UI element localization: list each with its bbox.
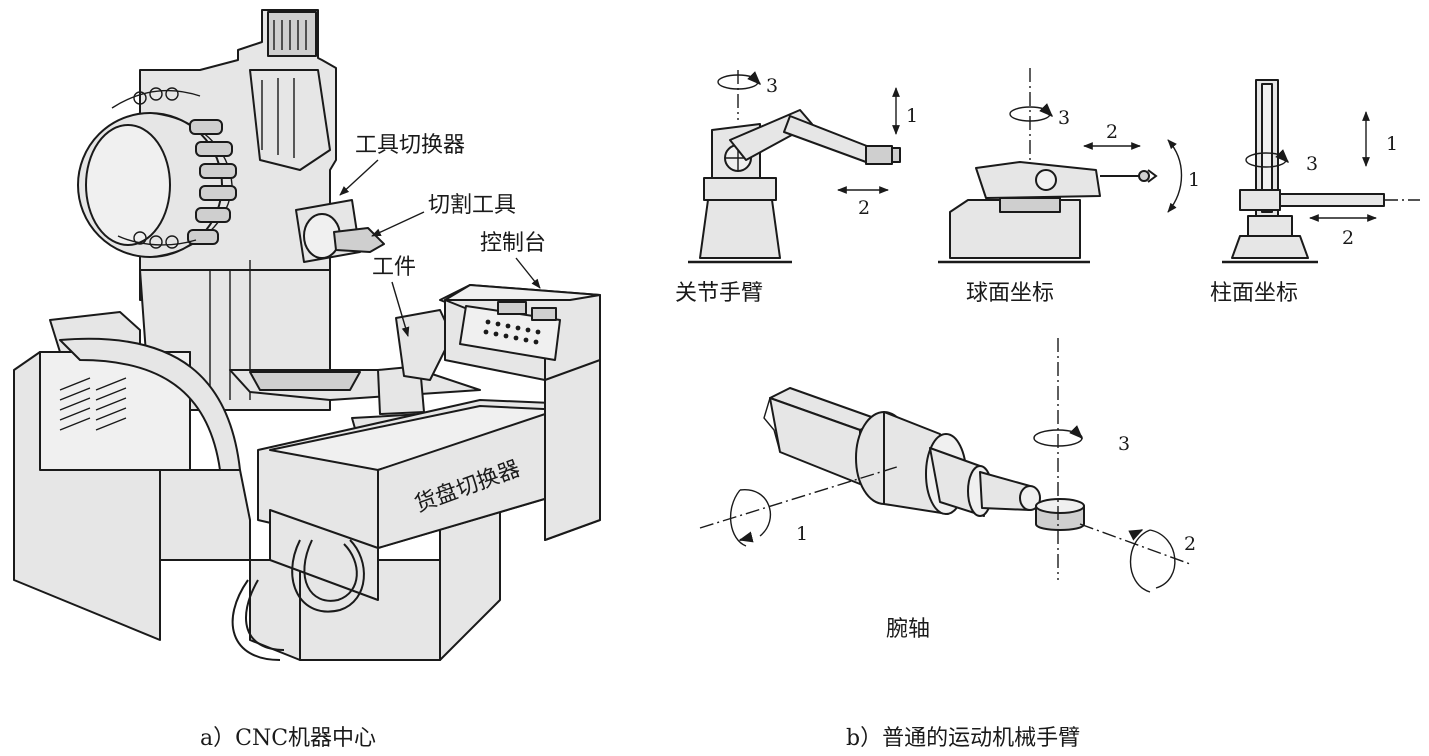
caption-a: a）CNC机器中心 <box>200 726 376 751</box>
wrist-axes: 1 3 2 腕轴 <box>699 338 1196 642</box>
cutting-tool <box>333 227 385 253</box>
articulated-arm: 3 1 2 关节手臂 <box>675 70 918 306</box>
label-workpiece: 工件 <box>372 255 416 280</box>
label-tool-changer: 工具切换器 <box>355 133 465 158</box>
label-console: 控制台 <box>480 231 546 256</box>
cylindrical-coordinate-arm: 3 1 2 柱面坐标 <box>1210 79 1420 306</box>
cylindrical-coordinate-label: 柱面坐标 <box>1210 281 1298 306</box>
cnc-machine-illustration <box>13 9 601 661</box>
spherical-axis-3: 3 <box>1058 107 1070 129</box>
spherical-coordinate-arm: 3 2 1 球面坐标 <box>938 68 1200 306</box>
articulated-axis-3: 3 <box>766 75 778 97</box>
spherical-axis-1: 1 <box>1188 169 1200 191</box>
cylindrical-axis-1: 1 <box>1386 133 1398 155</box>
spherical-coordinate-label: 球面坐标 <box>966 281 1054 306</box>
spherical-axis-2: 2 <box>1106 121 1118 143</box>
label-cutting-tool: 切割工具 <box>428 193 516 218</box>
wrist-axis-1: 1 <box>796 523 808 545</box>
wrist-axes-label: 腕轴 <box>886 617 930 642</box>
tool-holders <box>111 87 237 249</box>
wrist-axis-2: 2 <box>1184 533 1196 555</box>
workpiece <box>395 309 453 381</box>
cylindrical-axis-3: 3 <box>1306 153 1318 175</box>
caption-b: b）普通的运动机械手臂 <box>846 726 1080 751</box>
console-buttons <box>483 319 541 345</box>
articulated-axis-1: 1 <box>906 105 918 127</box>
cylindrical-axis-2: 2 <box>1342 227 1354 249</box>
articulated-arm-label: 关节手臂 <box>675 281 763 306</box>
articulated-axis-2: 2 <box>858 197 870 219</box>
wrist-axis-3: 3 <box>1118 433 1130 455</box>
